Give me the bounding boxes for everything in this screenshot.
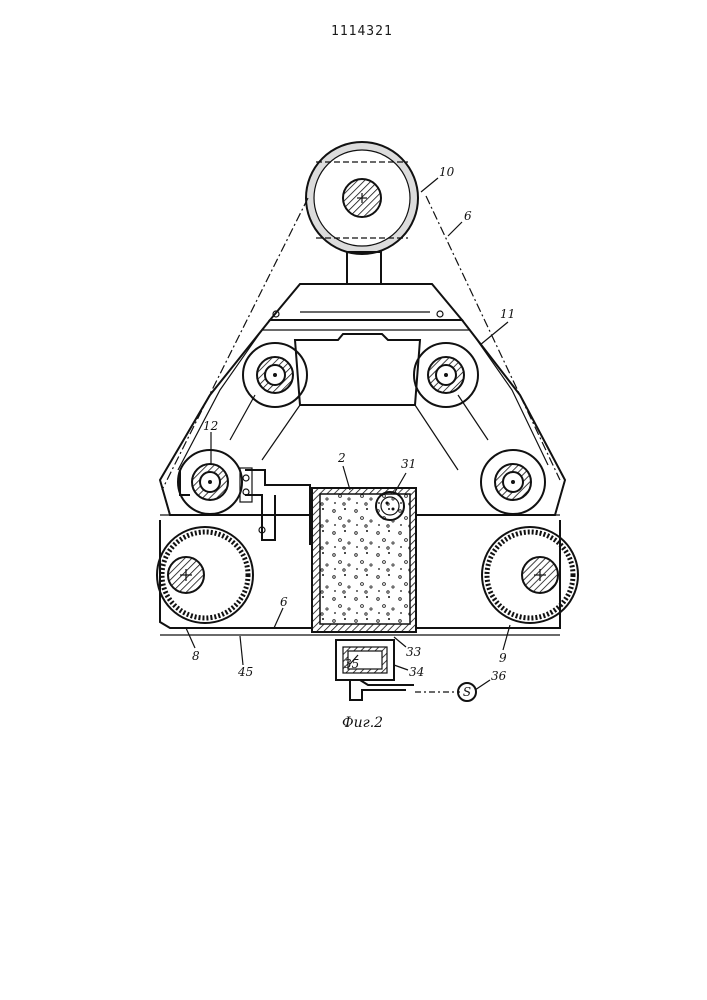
label-11: 11 [500, 307, 515, 321]
label-35: 35 [344, 657, 359, 671]
roller-right [481, 450, 545, 514]
label-6-bottom: 6 [280, 595, 288, 609]
label-2: 2 [337, 451, 346, 465]
hopper [312, 488, 416, 632]
label-45: 45 [237, 665, 253, 679]
mounting-bracket [270, 284, 462, 320]
label-36: 36 [491, 669, 507, 683]
top-drum [306, 142, 418, 284]
belt-path [162, 196, 560, 490]
label-12: 12 [203, 419, 218, 433]
sensor-s-icon: S [458, 683, 476, 701]
label-6-top: 6 [464, 209, 472, 223]
roller-left-12 [178, 450, 242, 514]
label-31: 31 [401, 457, 416, 471]
label-34: 34 [409, 665, 424, 679]
label-33: 33 [406, 645, 422, 659]
roll-right-9 [482, 527, 578, 623]
sensor-symbol: S [463, 685, 471, 699]
linkage-arm [240, 468, 310, 545]
label-9: 9 [499, 651, 507, 665]
roller-upper-right [414, 343, 478, 407]
label-8: 8 [192, 649, 200, 663]
figure-caption: Фиг.2 [342, 715, 383, 731]
label-10: 10 [439, 165, 455, 179]
roll-left-8 [157, 527, 253, 623]
